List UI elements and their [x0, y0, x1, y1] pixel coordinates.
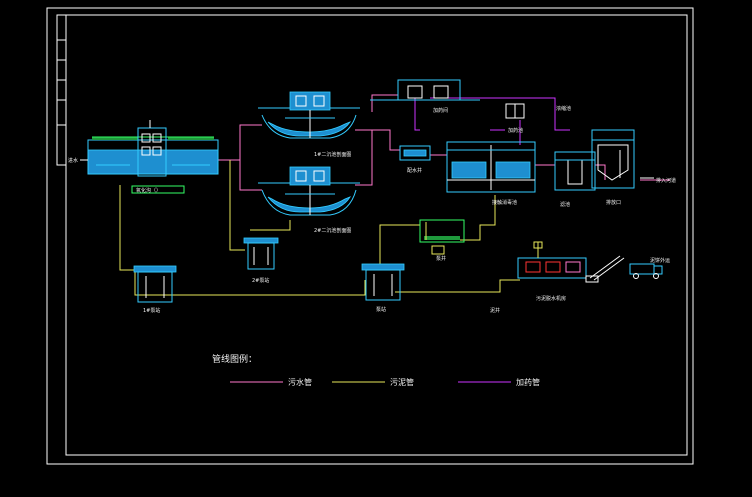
aeration-label: 氧化沟（） [136, 187, 161, 194]
mixing-label: 配水井 [407, 167, 422, 174]
dosing-pool [505, 103, 525, 119]
sludge-well-label: 泥井 [490, 307, 500, 314]
pump-small-label: 2#泵站 [252, 277, 269, 284]
oxidation-ditch [80, 120, 219, 194]
title-strip [56, 14, 67, 166]
pump-station-1 [133, 265, 177, 303]
clarifier-2 [258, 166, 360, 216]
pump-1-label: 1#泵站 [143, 307, 160, 314]
mixing-well [399, 145, 431, 161]
pump-well [419, 219, 465, 255]
pump-well-label: 泵井 [436, 255, 446, 262]
legend-sewage-label: 污水管 [288, 377, 312, 387]
legend-title: 管线图例： [212, 353, 257, 365]
clarifier-1 [258, 91, 360, 139]
sludge-room-label: 污泥脱水机房 [536, 295, 566, 302]
outfall [591, 129, 635, 189]
clarifier-2-label: 2#二沉池剖面图 [314, 227, 351, 234]
dosing-pipes [414, 97, 570, 145]
sludge-pipes [119, 160, 520, 296]
pump-station-2 [361, 263, 405, 301]
legend-item-dosing: 加药管 [458, 377, 540, 387]
legend-item-sewage: 污水管 [230, 377, 312, 387]
filter-label: 滤池 [560, 201, 570, 208]
dosing-room [370, 79, 480, 101]
legend-item-sludge: 污泥管 [332, 377, 414, 387]
truck [629, 263, 663, 279]
clarifier-1-label: 1#二沉池剖面图 [314, 151, 351, 158]
outfall-label: 排放口 [606, 199, 621, 206]
conveyor [585, 255, 625, 283]
dosing-pool-label: 加药池 [508, 127, 523, 134]
pump-2-label: 泵站 [376, 306, 386, 313]
discharge-label: 排入河道 [656, 177, 676, 184]
contact-tank [446, 141, 536, 193]
dosing-room-label: 加药间 [433, 107, 448, 114]
sludge-room [517, 241, 587, 279]
inlet-label: 进水 [68, 157, 78, 164]
filter [554, 151, 596, 191]
sewage-pipes [218, 94, 670, 191]
sludge-out-label: 泥饼外运 [650, 257, 670, 264]
inner-frame [65, 14, 688, 456]
legend-sludge-label: 污泥管 [390, 377, 414, 387]
thickener-label: 浓缩池 [556, 105, 571, 112]
legend-dosing-label: 加药管 [516, 377, 540, 387]
pump-station-small [243, 237, 279, 270]
contact-tank-label: 接触消毒池 [492, 199, 517, 206]
outer-frame [46, 7, 694, 465]
